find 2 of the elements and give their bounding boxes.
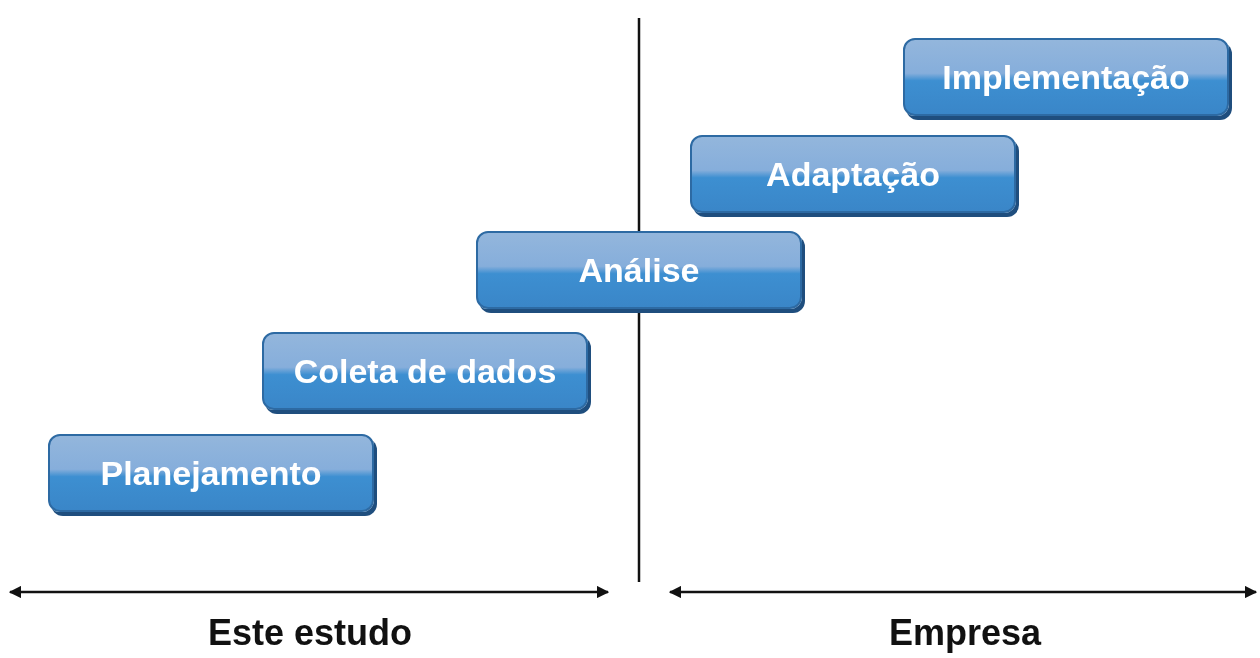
span-label: Este estudo	[208, 612, 412, 654]
span-label: Empresa	[888, 612, 1042, 654]
